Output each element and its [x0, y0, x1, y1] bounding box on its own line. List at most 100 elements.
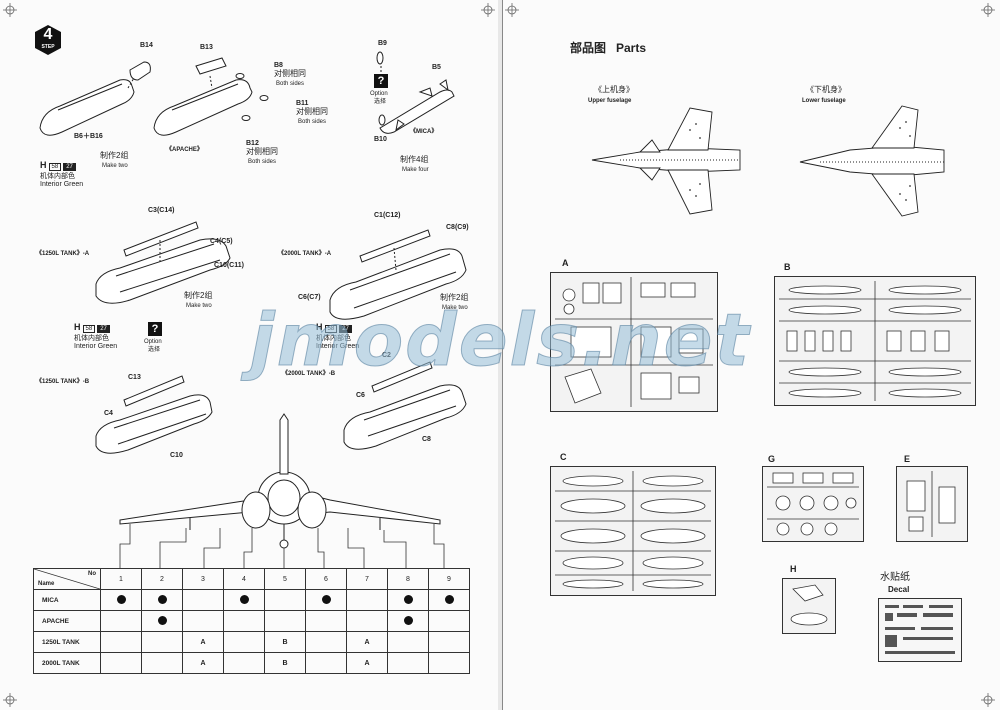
- label-c6: C6: [356, 392, 365, 399]
- parts-title-en: Parts: [616, 41, 647, 55]
- label-make2b-en: Make two: [186, 303, 212, 309]
- paint-name-en: Interior Green: [40, 181, 84, 188]
- label-b10: B10: [374, 136, 387, 143]
- paint-name-en: Interior Green: [74, 343, 118, 350]
- sprue-tree-e: [896, 466, 968, 542]
- label-both3-en: Both sides: [248, 159, 277, 165]
- paint-letter: H: [40, 160, 47, 170]
- label-b9: B9: [378, 40, 387, 47]
- assembly-drawings: [39, 51, 467, 568]
- tank-1250-a: [95, 238, 231, 304]
- upper-fuselage-cn: 《上机身》: [594, 85, 634, 94]
- station-dot-marker: [239, 594, 249, 604]
- table-row: MICA: [33, 589, 470, 611]
- station-dot-marker: [157, 594, 167, 604]
- tree-label-g: G: [768, 454, 776, 464]
- tree-label-c: C: [560, 452, 567, 462]
- label-b12: B12: [246, 140, 259, 147]
- label-make2b-cn: 制作2组: [184, 291, 213, 300]
- header-name: Name: [38, 581, 55, 587]
- part-b10: [378, 114, 386, 126]
- label-b8: B8: [274, 62, 283, 69]
- lower-fuselage-cn: 《下机身》: [806, 85, 846, 94]
- label-tank2000-a: 《2000L TANK》-A: [278, 251, 332, 257]
- decal-sheet: [878, 598, 962, 662]
- paint-name-cn: 机体内部色: [316, 335, 351, 342]
- part-c13: [123, 375, 185, 407]
- paint-code-1: 58: [82, 325, 96, 333]
- decal-title-en: Decal: [888, 585, 910, 594]
- station-dot-marker: [116, 594, 126, 604]
- label-c3-c14: C3(C14): [148, 207, 175, 214]
- label-c10: C10: [170, 452, 183, 459]
- upper-fuselage-en: Upper fuselage: [588, 98, 632, 104]
- option-icon: ?: [374, 74, 388, 88]
- sprue-b-parts: [779, 281, 971, 401]
- station-dot-marker: [321, 594, 331, 604]
- upper-fuselage-wing-bottom: [667, 169, 713, 215]
- part-b14: [129, 61, 151, 81]
- aircraft-front-view: [119, 413, 441, 549]
- label-both1-en: Both sides: [276, 81, 305, 87]
- lower-fuselage-en: Lower fuselage: [802, 98, 846, 104]
- tree-label-e: E: [904, 454, 911, 464]
- label-c2: C2: [382, 352, 391, 359]
- part-b12: [241, 115, 251, 121]
- step-badge-shape: [35, 25, 61, 55]
- label-option2-en: Option: [144, 339, 162, 345]
- sprue-a-parts: [555, 277, 713, 407]
- paint-code-2: 27: [339, 325, 352, 333]
- label-both3-cn: 对侧相同: [246, 147, 278, 156]
- tank-1250-b: [95, 394, 213, 454]
- label-both2-cn: 对侧相同: [296, 107, 328, 116]
- sprue-tree-c: [550, 466, 716, 596]
- sprue-tree-g: [762, 466, 864, 542]
- part-b9: [376, 51, 384, 65]
- lower-fuselage-wing-bottom: [871, 173, 919, 217]
- decal-sheet-markings: [885, 605, 955, 654]
- label-b6-b16: B6＋B16: [74, 133, 103, 140]
- sprue-g-parts: [767, 472, 859, 536]
- part-c1-c12: [359, 229, 431, 263]
- label-c6-c7: C6(C7): [298, 294, 321, 301]
- paint-letter: H: [316, 322, 323, 332]
- paint-code-1: 58: [324, 325, 338, 333]
- label-tank1250-b: 《1250L TANK》-B: [36, 379, 90, 385]
- label-c13: C13: [128, 374, 141, 381]
- part-c3-c14: [123, 221, 199, 257]
- step-number: 4: [43, 26, 53, 43]
- option-icon-2: ?: [148, 322, 162, 336]
- part-c2: [371, 361, 433, 393]
- paint-code-2: 27: [97, 325, 110, 333]
- part-b11: [259, 95, 269, 101]
- sprue-tree-a: [550, 272, 718, 412]
- label-tank1250-a: 《1250L TANK》-A: [36, 251, 90, 257]
- tree-label-a: A: [562, 258, 569, 268]
- label-both2-en: Both sides: [298, 119, 327, 125]
- label-make4-cn: 制作4组: [400, 155, 429, 164]
- sprue-tree-b: [774, 276, 976, 406]
- label-mica: 《MICA》: [410, 129, 438, 135]
- station-dot-marker: [157, 615, 167, 625]
- upper-fuselage-wing-top: [667, 107, 713, 151]
- station-dot-marker: [403, 594, 413, 604]
- label-option-en: Option: [370, 91, 388, 97]
- sprue-c-parts: [555, 471, 711, 591]
- tank-2000-a: [329, 248, 467, 320]
- page-spine: [498, 0, 502, 710]
- header-no: No: [88, 571, 96, 577]
- label-b5: B5: [432, 64, 441, 71]
- sprue-h-parts: [790, 584, 828, 626]
- label-option2-cn: 选择: [148, 347, 161, 353]
- tree-label-h: H: [790, 564, 797, 574]
- parts-title-cn: 部品图: [570, 41, 607, 55]
- decal-title-cn: 水贴纸: [880, 572, 910, 583]
- label-both1-cn: 对侧相同: [274, 69, 306, 78]
